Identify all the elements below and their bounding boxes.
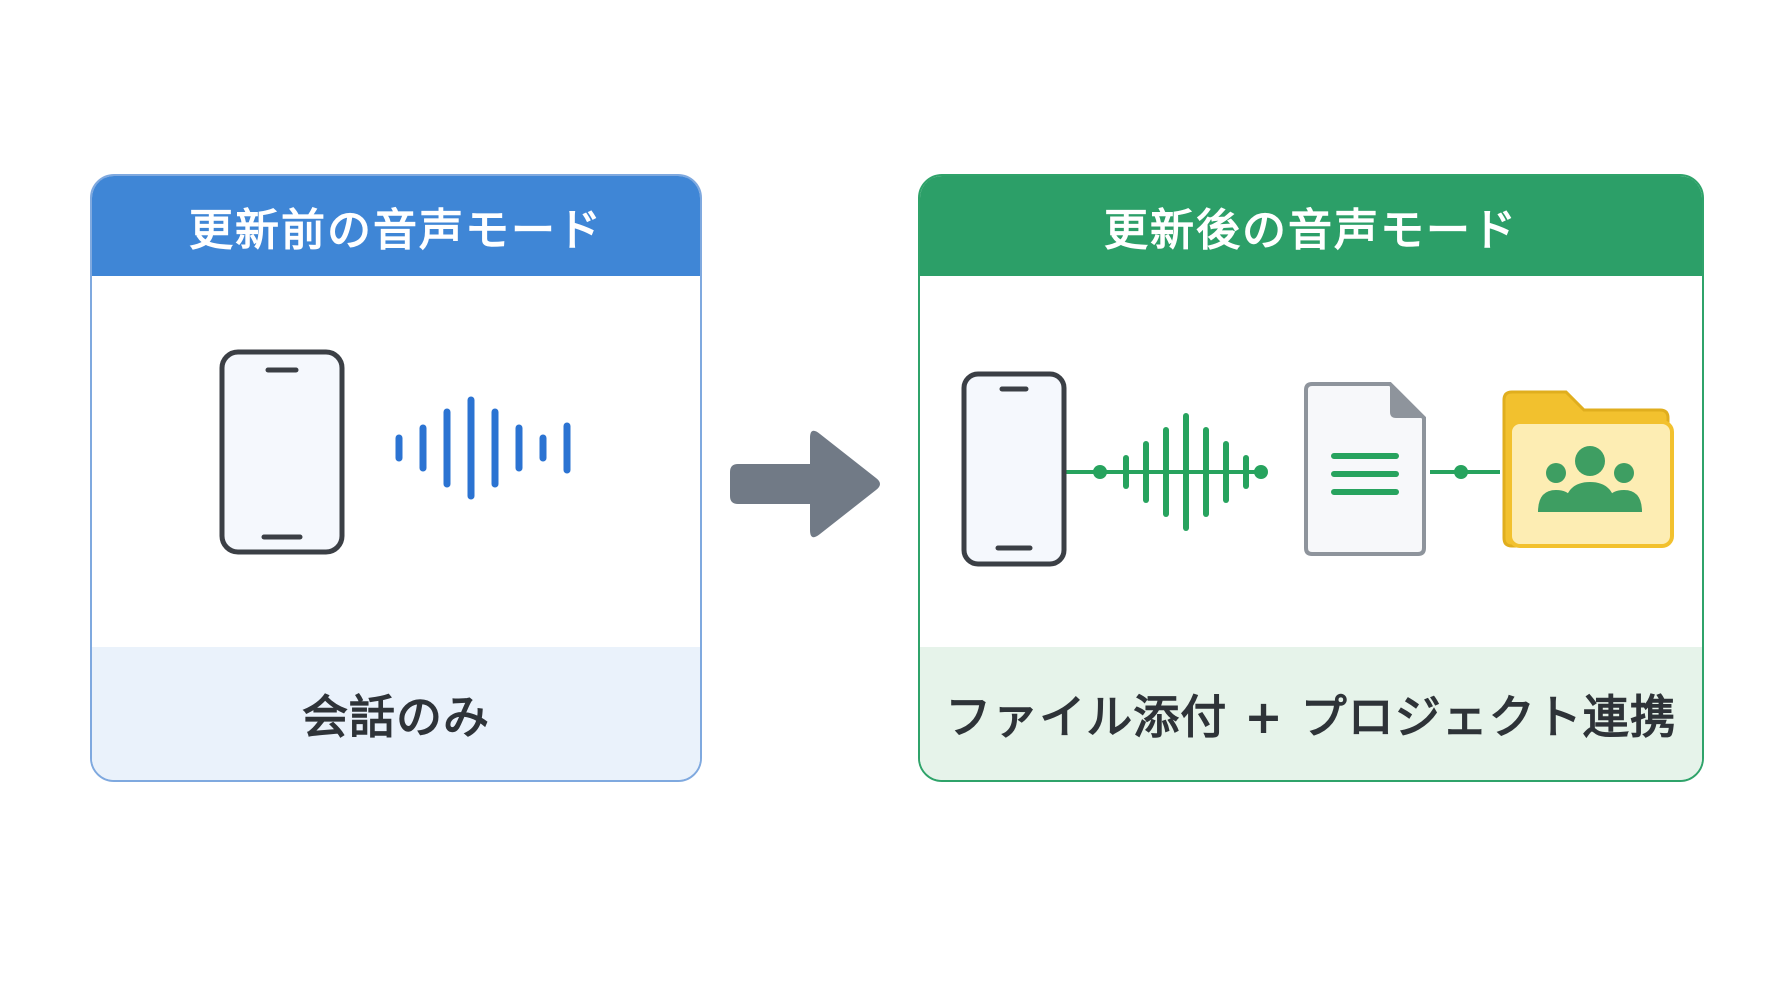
after-panel: 更新後の音声モード <box>918 174 1704 782</box>
after-panel-caption: ファイル添付 + プロジェクト連携 <box>920 647 1702 780</box>
sound-wave-icon <box>395 396 571 500</box>
sound-wave-icon <box>1123 413 1249 531</box>
before-panel-title: 更新前の音声モード <box>92 176 700 276</box>
shared-folder-icon <box>1502 390 1674 548</box>
smartphone-icon <box>961 371 1067 567</box>
after-panel-illustration <box>920 276 1702 651</box>
before-panel-illustration <box>92 276 700 651</box>
smartphone-icon <box>219 349 345 555</box>
after-panel-title: 更新後の音声モード <box>920 176 1702 276</box>
before-panel-caption: 会話のみ <box>92 647 700 780</box>
right-arrow-icon <box>730 430 880 538</box>
document-icon <box>1304 382 1426 556</box>
before-panel: 更新前の音声モード 会話のみ <box>90 174 702 782</box>
